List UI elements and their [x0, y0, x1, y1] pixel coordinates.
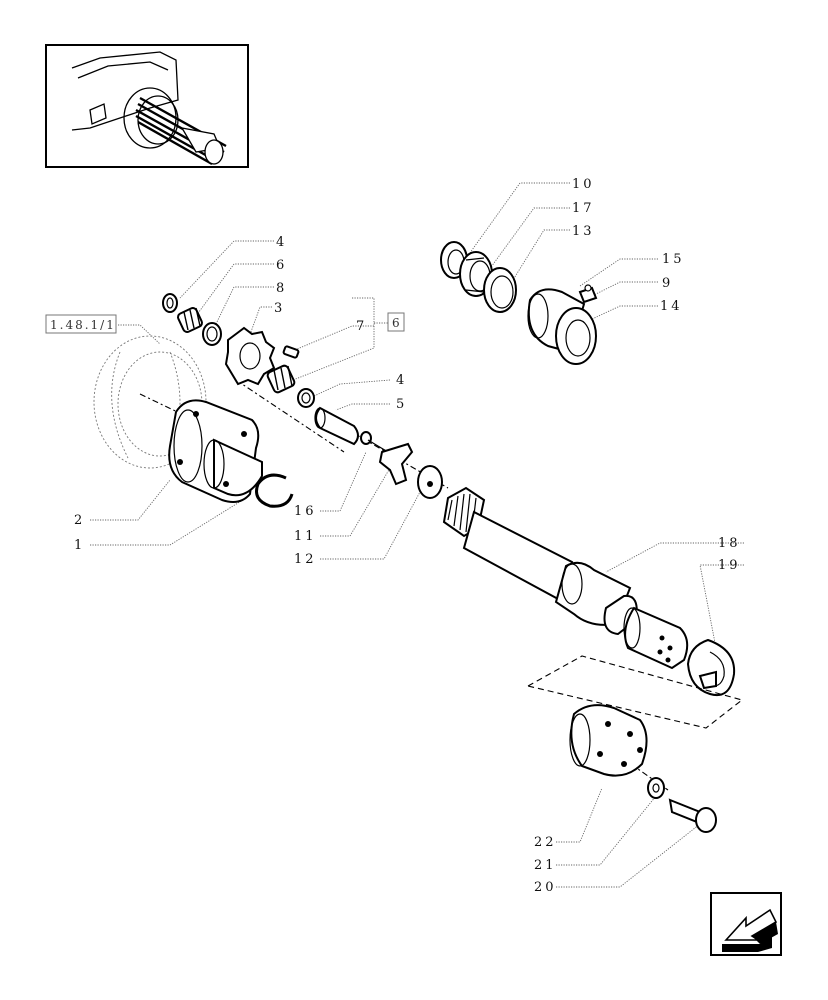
part-19-snap-ring	[686, 638, 736, 696]
callout-18: 18	[718, 536, 741, 551]
callout-6: 6	[276, 258, 287, 273]
part-20-bolt	[668, 798, 717, 833]
callout-19: 19	[718, 558, 741, 573]
part-4-washer-lower	[297, 388, 315, 408]
callout-21: 21	[534, 858, 557, 873]
part-11-key-clip	[378, 442, 414, 486]
callout-4a: 4	[276, 235, 287, 250]
callout-14: 14	[660, 299, 683, 314]
callout-15: 15	[662, 252, 685, 267]
callout-20: 20	[534, 880, 557, 895]
callout-11: 11	[294, 529, 317, 544]
next-page-arrow-icon[interactable]	[710, 892, 782, 956]
part-22-flange-coupling	[569, 704, 648, 777]
callout-17: 17	[572, 201, 595, 216]
part-21-washer	[647, 777, 665, 799]
part-1-circlip	[255, 473, 294, 508]
part-9-grease-nipple	[578, 284, 598, 304]
part-16-small-pin	[360, 431, 389, 453]
kit-reference-label: 6	[392, 316, 402, 330]
callout-1: 1	[74, 538, 85, 553]
part-7-pin	[282, 345, 300, 359]
callout-16: 16	[294, 504, 317, 519]
part-5-planet-pin	[314, 406, 359, 446]
page-reference-link[interactable]: 1.48.1/1	[45, 314, 117, 334]
callout-8: 8	[276, 281, 287, 296]
alternative-kit-outline	[526, 655, 744, 729]
leader-lines	[90, 182, 744, 888]
location-thumbnail	[45, 44, 249, 168]
part-14-seal	[555, 307, 597, 365]
callout-9: 9	[662, 276, 673, 291]
callout-3: 3	[274, 301, 285, 316]
part-12-thrust-washer	[417, 465, 443, 499]
kit-reference-link[interactable]: 6	[387, 312, 405, 332]
part-4-washer-upper	[162, 293, 178, 313]
callout-4b: 4	[396, 373, 407, 388]
callout-2: 2	[74, 513, 85, 528]
part-6-needle-bearing-lower	[266, 364, 296, 394]
callout-5: 5	[396, 397, 407, 412]
callout-7: 7	[356, 319, 367, 334]
part-2-flange-hub	[168, 399, 263, 503]
part-13-seal-ring	[483, 267, 517, 313]
part-3-planet-gear	[224, 326, 276, 386]
part-18-pto-shaft	[442, 486, 689, 670]
callout-12: 12	[294, 552, 317, 567]
callout-13: 13	[572, 224, 595, 239]
callout-10: 10	[572, 177, 595, 192]
callout-labels: 4 6 8 3 7 4 5 2 1 16 11 12 10 17 13 15 9…	[74, 177, 741, 895]
page-reference-label: 1.48.1/1	[50, 318, 116, 332]
callout-22: 22	[534, 835, 557, 850]
part-8-spacer-ring	[202, 322, 222, 346]
part-6-needle-bearing-upper	[177, 307, 203, 333]
